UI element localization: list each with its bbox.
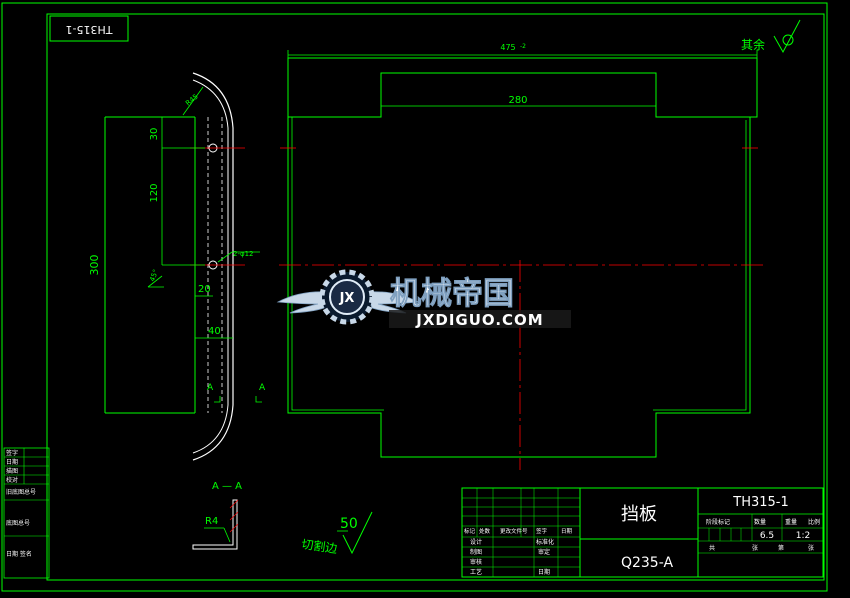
surface-finish-text: 其余 xyxy=(741,37,765,52)
stage-h-3: 重量 xyxy=(785,518,797,526)
watermark-brand-cn: 机械帝国 xyxy=(390,276,514,312)
main-view: 475 -2 280 xyxy=(279,43,765,470)
weight-value: 6.5 xyxy=(760,531,774,541)
margin-cell-1: 签字 xyxy=(6,449,18,457)
side-view: 300 30 120 2-φ12 20 40 R45 45° A A xyxy=(88,72,266,461)
title-block: 标记 处数 更改文件号 签字 日期 设计 制图 审核 工艺 标准化 审定 日期 … xyxy=(461,487,824,578)
cut-roughness-icon xyxy=(342,511,373,555)
sign-right-1: 标准化 xyxy=(536,538,554,546)
drawing-number: TH315-1 xyxy=(732,495,789,510)
dim-chamfer: 45° xyxy=(148,268,160,282)
sign-row-4: 工艺 xyxy=(470,568,482,576)
part-name: 挡板 xyxy=(621,504,657,525)
rev-h-2: 处数 xyxy=(479,527,491,535)
watermark-brand-en: JXDIGUO.COM xyxy=(415,311,543,329)
sheet-3: 第 xyxy=(778,544,784,552)
sheet-1: 共 xyxy=(709,544,715,552)
dim-475: 475 xyxy=(500,43,515,52)
dim-120: 120 xyxy=(149,183,160,202)
rotated-drawing-number: TH315-1 xyxy=(66,23,114,36)
cut-note-text: 切割边 xyxy=(301,536,339,556)
material: Q235-A xyxy=(621,555,673,571)
margin-cell-4: 校对 xyxy=(6,476,18,484)
rev-h-4: 签字 xyxy=(536,527,548,535)
stage-h-4: 比例 xyxy=(808,518,820,526)
sheet-4: 张 xyxy=(808,544,814,552)
dim-280: 280 xyxy=(508,95,527,106)
rev-h-3: 更改文件号 xyxy=(500,527,528,535)
inner-border xyxy=(46,13,825,581)
margin-cell-2: 日期 xyxy=(6,458,18,466)
sign-row-3: 审核 xyxy=(470,558,482,566)
surface-finish-note: 其余 xyxy=(741,19,801,54)
scale-value: 1:2 xyxy=(796,531,810,541)
dim-475-tol: -2 xyxy=(520,43,526,50)
rev-h-1: 标记 xyxy=(464,527,476,535)
section-mark-left: A xyxy=(207,383,214,393)
dim-40: 40 xyxy=(208,326,221,337)
rotated-number-box: TH315-1 xyxy=(49,15,129,42)
cut-note: 切割边 50 xyxy=(301,511,373,556)
section-mark-right: A xyxy=(259,383,266,393)
hole-callout: 2-φ12 xyxy=(233,250,254,258)
logo-letters: JX xyxy=(339,291,355,306)
cut-roughness-value: 50 xyxy=(340,516,358,532)
margin-cell-3: 描图 xyxy=(6,467,18,475)
section-radius: R4 xyxy=(205,516,218,527)
sign-right-2: 审定 xyxy=(538,548,550,556)
outer-border xyxy=(1,2,828,592)
sign-row-1: 设计 xyxy=(470,538,482,546)
sign-right-3: 日期 xyxy=(538,568,550,576)
sheet-2: 张 xyxy=(752,544,758,552)
stage-h-1: 阶段标记 xyxy=(706,518,730,526)
section-view: A — A R4 xyxy=(192,481,242,550)
stage-h-2: 数量 xyxy=(754,518,766,526)
margin-cell-5: 旧底图总号 xyxy=(6,488,36,496)
section-title: A — A xyxy=(212,481,242,492)
margin-cell-7: 日期 签名 xyxy=(6,550,32,558)
rev-h-5: 日期 xyxy=(561,528,573,535)
chamfer-symbol-icon xyxy=(147,275,164,288)
margin-cell-6: 底图总号 xyxy=(6,519,30,527)
left-margin-table: 签字 日期 描图 校对 旧底图总号 底图总号 日期 签名 xyxy=(3,447,50,579)
sign-row-2: 制图 xyxy=(470,548,482,556)
left-wing-icon xyxy=(276,291,331,314)
dim-20: 20 xyxy=(198,284,211,295)
dim-30: 30 xyxy=(149,128,160,141)
watermark-logo: JX 机械帝国 JXDIGUO.COM xyxy=(276,269,571,329)
roughness-symbol-icon xyxy=(773,19,801,54)
dim-300: 300 xyxy=(88,255,101,276)
